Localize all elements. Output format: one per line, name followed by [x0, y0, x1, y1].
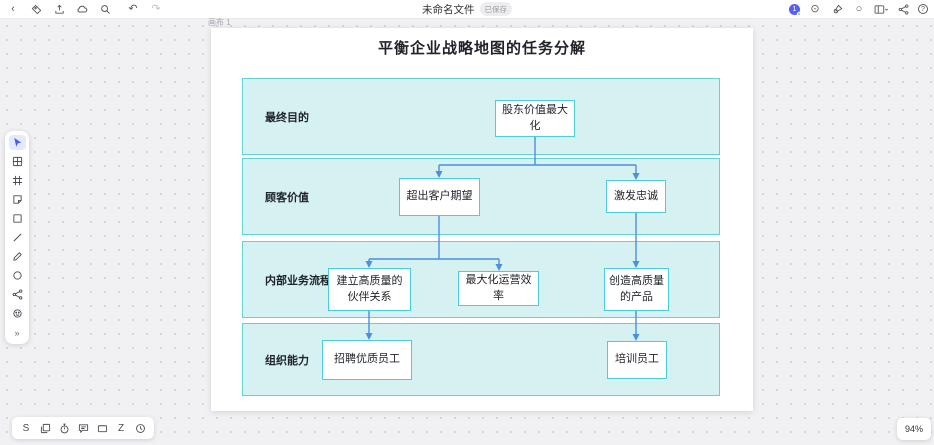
export-icon[interactable]: [52, 2, 66, 16]
layout-panel-icon[interactable]: [874, 2, 888, 16]
left-toolbar: »: [5, 131, 29, 344]
band-label: 最终目的: [265, 111, 309, 124]
cloud-sync-icon[interactable]: [75, 2, 89, 16]
undo-icon[interactable]: ↶: [128, 2, 138, 15]
band-label: 顾客价值: [265, 191, 309, 204]
save-status-badge: 已保存: [479, 2, 512, 16]
sticker-tool-icon[interactable]: [9, 306, 26, 321]
diagram-page[interactable]: 平衡企业战略地图的任务分解 最终目的 顾客价值 内部业务流程 组织能力: [211, 28, 753, 411]
diagram-title[interactable]: 平衡企业战略地图的任务分解: [377, 40, 586, 57]
search-icon[interactable]: [98, 2, 112, 16]
sticky-note-tool-icon[interactable]: [9, 192, 26, 207]
focus-icon[interactable]: ⊙: [810, 2, 820, 15]
document-title[interactable]: 未命名文件: [422, 3, 475, 16]
z-tool-icon[interactable]: Z: [117, 422, 125, 434]
board-tool-icon[interactable]: [9, 154, 26, 169]
redo-icon[interactable]: ↷: [151, 2, 161, 15]
pen-tool-icon[interactable]: [9, 249, 26, 264]
node-train-employees[interactable]: 培训员工: [607, 341, 667, 379]
comment-tool-icon[interactable]: [77, 422, 89, 434]
timer-icon[interactable]: [58, 422, 70, 434]
presenter-icon[interactable]: [830, 2, 844, 16]
band-final-goal[interactable]: 最终目的: [242, 78, 720, 155]
avatar-initial: 1: [792, 5, 797, 13]
node-shareholder-value[interactable]: 股东价值最大化: [495, 100, 575, 137]
node-quality-partnership[interactable]: 建立高质量的伙伴关系: [328, 268, 411, 311]
document-header: 未命名文件 已保存: [422, 0, 512, 18]
bottom-toolbar: S Z: [12, 417, 154, 439]
node-recruit-employees[interactable]: 招聘优质员工: [322, 340, 412, 380]
back-icon[interactable]: ‹: [11, 2, 15, 15]
shape-tool-icon[interactable]: [9, 211, 26, 226]
ellipse-tool-icon[interactable]: [9, 268, 26, 283]
frame-tool-icon[interactable]: [9, 173, 26, 188]
clock-icon[interactable]: [134, 422, 146, 434]
card-icon[interactable]: [96, 422, 108, 434]
connector-tool-icon[interactable]: [9, 287, 26, 302]
help-icon[interactable]: ?: [918, 4, 928, 14]
diagram-connectors: [365, 137, 640, 341]
topbar-right-group: 1 ⊙ ○ ?: [789, 2, 934, 16]
band-label: 内部业务流程: [265, 274, 331, 287]
share-icon[interactable]: [896, 2, 910, 16]
avatar[interactable]: 1: [789, 3, 801, 16]
topbar-left-group: ‹ ↶ ↷: [0, 2, 163, 16]
select-tool[interactable]: [8, 135, 26, 150]
band-label: 组织能力: [265, 354, 309, 367]
presence-dot: [797, 11, 801, 16]
tag-icon[interactable]: [29, 2, 43, 16]
comment-icon[interactable]: ○: [855, 2, 863, 15]
more-tools-icon[interactable]: »: [14, 327, 20, 338]
node-exceed-expectations[interactable]: 超出客户期望: [399, 178, 480, 216]
topbar: ‹ ↶ ↷: [0, 0, 934, 18]
node-operational-efficiency[interactable]: 最大化运营效率: [458, 271, 539, 306]
duplicate-icon[interactable]: [39, 422, 51, 434]
node-inspire-loyalty[interactable]: 激发忠诚: [606, 180, 666, 213]
line-tool-icon[interactable]: [9, 230, 26, 245]
node-quality-products[interactable]: 创造高质量的产品: [604, 268, 669, 311]
page-label[interactable]: 画布 1: [208, 18, 231, 27]
zoom-level-control[interactable]: 94%: [896, 418, 931, 440]
s-tool-icon[interactable]: S: [22, 422, 30, 434]
